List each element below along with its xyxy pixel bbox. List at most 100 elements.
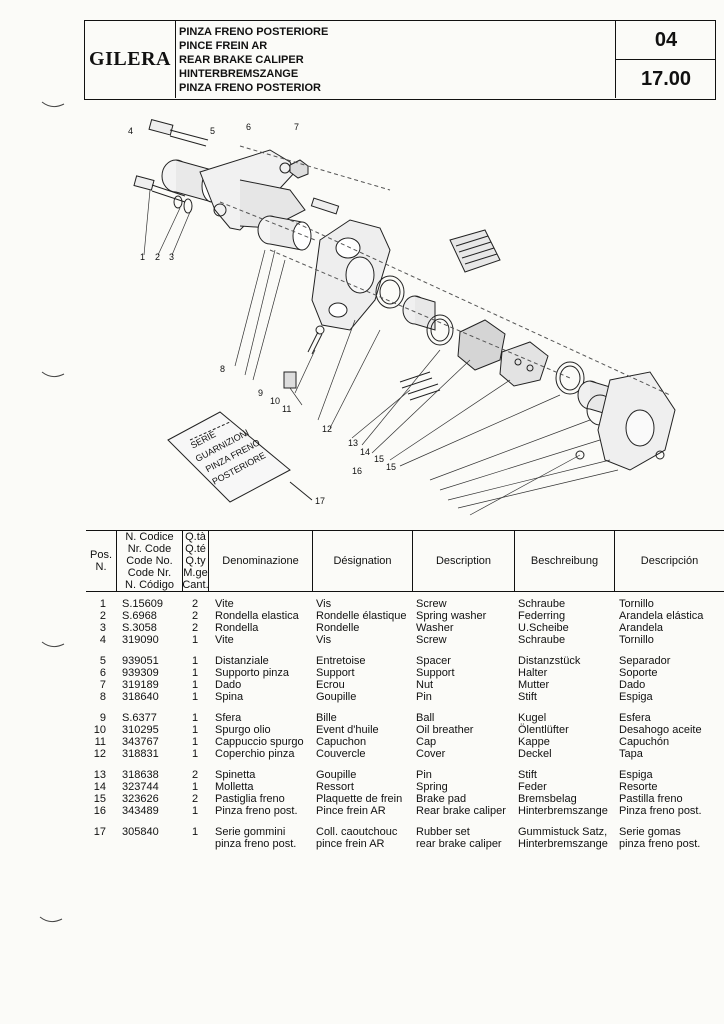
cell-en: rear brake caliper bbox=[416, 838, 502, 850]
header-qty-line: Q.ty bbox=[185, 555, 206, 567]
cell-de: Bremsbelag bbox=[518, 793, 577, 805]
cell-it: Cappuccio spurgo bbox=[215, 736, 304, 748]
cell-qty: 1 bbox=[191, 724, 199, 736]
callout-label: 2 bbox=[155, 252, 160, 262]
cell-it: Sfera bbox=[215, 712, 242, 724]
callout-label: 15 bbox=[386, 462, 396, 472]
cell-qty: 2 bbox=[191, 769, 199, 781]
cell-qty: 1 bbox=[191, 748, 199, 760]
cell-qty: 1 bbox=[191, 679, 199, 691]
cell-de: Ölentlüfter bbox=[518, 724, 569, 736]
cell-de: Halter bbox=[518, 667, 548, 679]
cell-fr: Ecrou bbox=[316, 679, 345, 691]
cell-de: Schraube bbox=[518, 598, 566, 610]
cell-pos: 16 bbox=[93, 805, 106, 817]
header-pos-line: N. bbox=[95, 561, 107, 573]
header-qty: Q.tà Q.té Q.ty M.ge Cant. bbox=[182, 531, 209, 591]
title-fr: PINCE FREIN AR bbox=[179, 40, 268, 52]
cell-pos: 3 bbox=[99, 622, 106, 634]
cell-it: Supporto pinza bbox=[215, 667, 289, 679]
header-english: Description bbox=[412, 531, 514, 591]
cell-pos: 15 bbox=[93, 793, 106, 805]
cell-code: 305840 bbox=[122, 826, 159, 838]
cell-it: Molletta bbox=[215, 781, 254, 793]
cell-it: Pastiglia freno bbox=[215, 793, 285, 805]
cell-code: S.3058 bbox=[122, 622, 157, 634]
header-code-line: N. Codice bbox=[125, 531, 174, 543]
cell-code: 319090 bbox=[122, 634, 159, 646]
cell-pos: 10 bbox=[93, 724, 106, 736]
header-qty-line: Q.té bbox=[185, 543, 206, 555]
page-number: 17.00 bbox=[640, 67, 692, 90]
callout-label: 9 bbox=[258, 388, 263, 398]
header-french: Désignation bbox=[312, 531, 412, 591]
cell-es: Serie gomas bbox=[619, 826, 681, 838]
title-en: REAR BRAKE CALIPER bbox=[179, 54, 304, 66]
cell-it: Spinetta bbox=[215, 769, 256, 781]
callout-label: 16 bbox=[352, 466, 362, 476]
cell-de: Kappe bbox=[518, 736, 550, 748]
cell-es: Espiga bbox=[619, 769, 653, 781]
callout-label: 10 bbox=[270, 396, 280, 406]
cell-code: S.6968 bbox=[122, 610, 157, 622]
cell-it: Distanziale bbox=[215, 655, 269, 667]
cell-es: Desahogo aceite bbox=[619, 724, 702, 736]
cell-qty: 2 bbox=[191, 622, 199, 634]
cell-it: Rondella elastica bbox=[215, 610, 299, 622]
cell-fr: Entretoise bbox=[316, 655, 366, 667]
bleeder-valve-part-10 bbox=[283, 325, 325, 389]
cell-pos: 1 bbox=[99, 598, 106, 610]
cell-es: Arandela bbox=[619, 622, 664, 634]
cell-pos: 6 bbox=[99, 667, 106, 679]
cell-de: Mutter bbox=[518, 679, 550, 691]
cell-qty: 1 bbox=[191, 805, 199, 817]
cell-de: Feder bbox=[518, 781, 547, 793]
cell-en: Brake pad bbox=[416, 793, 467, 805]
cell-en: Screw bbox=[416, 598, 447, 610]
page-reference: 04 17.00 bbox=[615, 21, 716, 98]
cell-it: Serie gommini bbox=[215, 826, 286, 838]
cell-en: Spring bbox=[416, 781, 448, 793]
cell-de: Deckel bbox=[518, 748, 552, 760]
cell-de: Stift bbox=[518, 769, 537, 781]
cell-en: Pin bbox=[416, 691, 432, 703]
cell-en: Spacer bbox=[416, 655, 451, 667]
binder-tick-mark bbox=[41, 371, 65, 378]
brand-name: GILERA bbox=[89, 48, 171, 70]
exploded-parts-diagram: SERIE GUARNIZIONI PINZA FRENO POSTERIORE… bbox=[128, 118, 676, 516]
cell-es: Tapa bbox=[619, 748, 643, 760]
cell-de: Hinterbremszange bbox=[518, 805, 608, 817]
cell-en: Rear brake caliper bbox=[416, 805, 506, 817]
callout-label: 8 bbox=[220, 364, 225, 374]
header-code-line: Nr. Code bbox=[127, 543, 172, 555]
cell-de: Schraube bbox=[518, 634, 566, 646]
cell-pos: 13 bbox=[93, 769, 106, 781]
cell-fr: Rondelle élastique bbox=[316, 610, 407, 622]
cell-pos: 2 bbox=[99, 610, 106, 622]
header-spanish: Descripción bbox=[614, 531, 724, 591]
cell-code: 310295 bbox=[122, 724, 159, 736]
cell-fr: Coll. caoutchouc bbox=[316, 826, 398, 838]
cell-pos: 4 bbox=[99, 634, 106, 646]
callout-label: 11 bbox=[282, 404, 291, 414]
cell-es: Dado bbox=[619, 679, 646, 691]
cell-fr: Support bbox=[316, 667, 355, 679]
callout-label: 14 bbox=[360, 447, 370, 457]
cell-en: Cap bbox=[416, 736, 437, 748]
brake-pad-part-15 bbox=[457, 319, 549, 387]
cell-fr: Vis bbox=[316, 634, 332, 646]
cell-it: Pinza freno post. bbox=[215, 805, 298, 817]
cell-code: 343767 bbox=[122, 736, 159, 748]
cell-pos: 12 bbox=[93, 748, 106, 760]
